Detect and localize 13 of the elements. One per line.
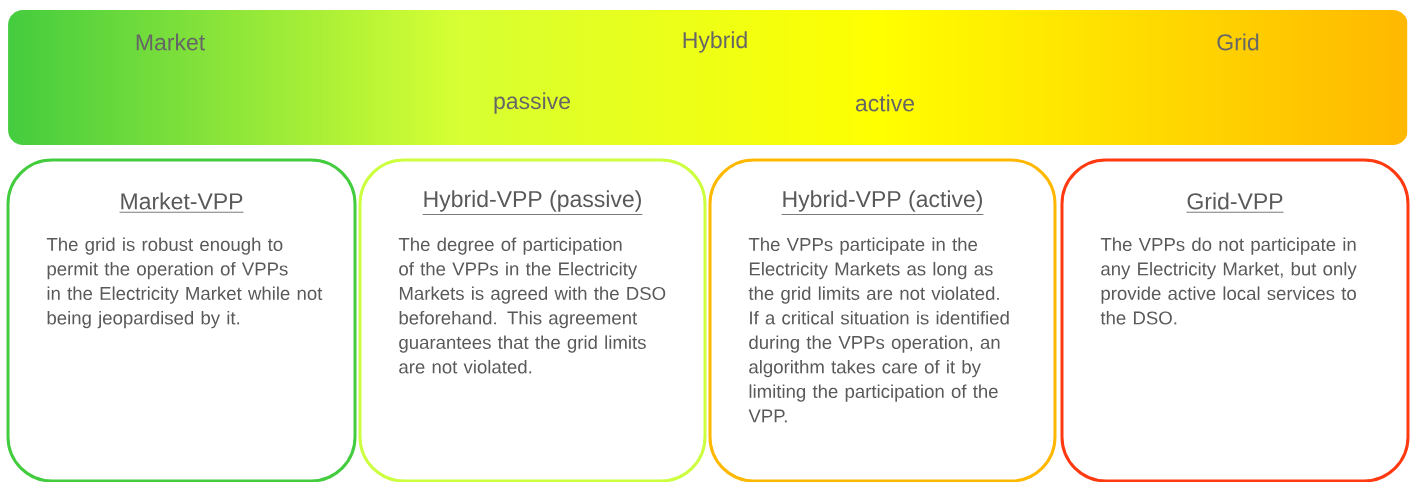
card-heading: Hybrid-VPP (passive) [422,190,643,215]
card-description: The degree of participation of the VPPs in the Electricity Markets is agreed with the DSO beforehand. This agreement guarantees that the grid limits are not violated. [398,237,666,374]
scale-label: Market [136,33,205,51]
card-heading: Market-VPP [119,192,244,213]
scale-label: Grid [1217,33,1259,51]
card-description: The VPPs participate in the Electricity Markets as long as the grid limits are not violated. If a critical situation is identified during the VPPs operation, an algorithm takes care of it by limiting the participation of the VPP. [748,237,1009,423]
card-heading: Grid-VPP [1186,192,1284,213]
card-description: The grid is robust enough to permit the operation of VPPs in the Electricity Market while not being jeopardised by it. [46,237,323,329]
scale-label: passive [494,92,570,114]
card-description: The VPPs do not participate in any Electricity Market, but only provide active local services to the DSO. [1100,237,1357,325]
scale-label: Hybrid [683,31,747,53]
card-heading: Hybrid-VPP (active) [781,190,984,215]
scale-label: active [855,94,914,112]
